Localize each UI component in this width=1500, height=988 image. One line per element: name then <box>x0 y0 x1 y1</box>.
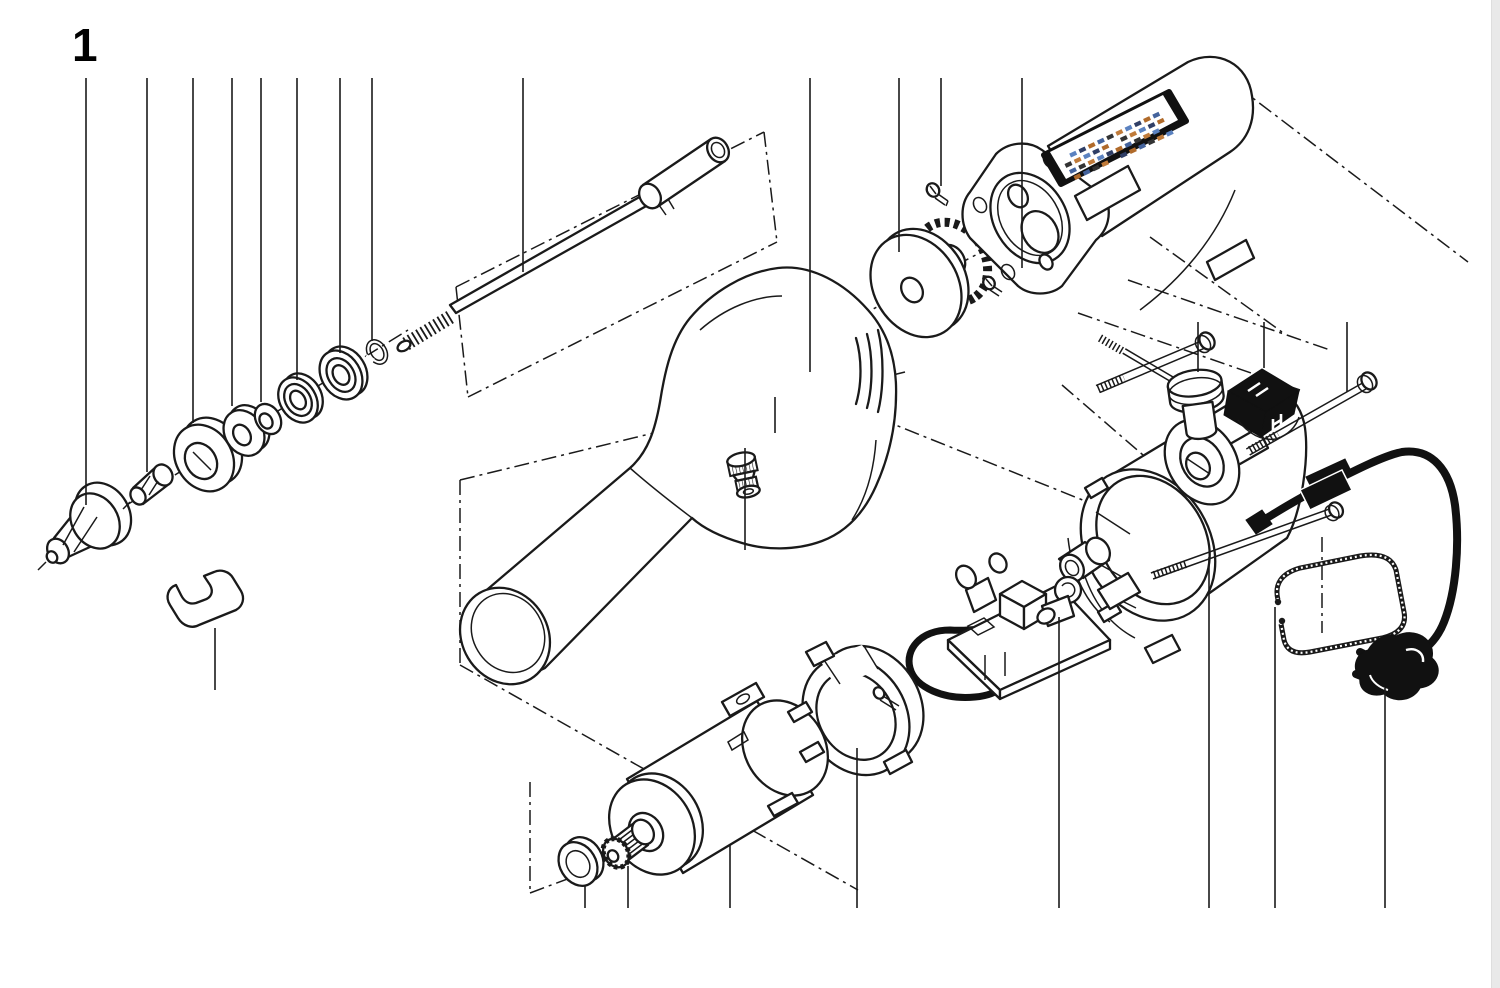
long-screw-lower-right <box>1150 501 1345 580</box>
label-glyph <box>1082 168 1091 176</box>
label-glyph <box>1091 164 1100 172</box>
label-glyph <box>1147 138 1156 146</box>
switch-slider <box>1223 368 1300 441</box>
label-glyph <box>1119 151 1128 159</box>
switch-pcb <box>905 552 1112 701</box>
label-glyph <box>1105 149 1114 157</box>
front-screw <box>925 182 949 207</box>
label-glyph <box>1101 160 1110 167</box>
label-glyph <box>1128 147 1137 154</box>
label-glyph <box>1115 145 1124 153</box>
label-glyph <box>1082 152 1091 160</box>
spindle-shaft <box>396 136 731 353</box>
bearing-front <box>277 372 324 424</box>
label-glyph <box>1096 154 1105 161</box>
brush-tube <box>1057 536 1142 611</box>
label-glyph <box>1106 133 1115 141</box>
rating-label-text <box>1064 111 1174 180</box>
chuck <box>37 481 133 571</box>
label-glyph <box>1124 141 1133 148</box>
rear-screw <box>982 275 1003 297</box>
label-glyph <box>1138 126 1147 134</box>
leader-lines <box>85 78 1386 908</box>
label-glyph <box>1069 167 1077 174</box>
rating-label <box>1041 89 1189 187</box>
label-glyph <box>1143 116 1152 123</box>
label-glyph <box>1142 132 1151 140</box>
spacer-ring <box>253 402 283 436</box>
figure-number: 1 <box>72 19 99 71</box>
label-glyph <box>1165 129 1174 137</box>
fan-gear-disc <box>869 217 993 339</box>
bearing-rear <box>318 345 369 401</box>
label-glyph <box>1064 161 1073 168</box>
retainer-clip <box>166 569 245 628</box>
label-glyph <box>1073 156 1082 164</box>
label-glyph <box>1078 162 1087 170</box>
label-glyph <box>1156 117 1165 125</box>
circlip <box>363 339 389 365</box>
collet-nut <box>726 451 761 499</box>
label-glyph <box>1124 124 1133 132</box>
handle-housing <box>458 266 898 686</box>
label-glyph <box>1129 130 1138 138</box>
scrollbar-track[interactable] <box>1491 0 1500 988</box>
collet <box>122 463 174 510</box>
long-screw-upper-right <box>1245 371 1378 456</box>
label-glyph <box>1073 173 1082 180</box>
label-glyph <box>1133 136 1142 144</box>
label-glyph <box>1138 142 1147 150</box>
ferrite-sleeve <box>1298 458 1354 511</box>
label-glyph <box>1092 148 1101 155</box>
lock-button <box>1166 368 1225 441</box>
label-glyph <box>1115 129 1124 136</box>
label-glyph <box>1101 143 1110 151</box>
cord-bail <box>1274 552 1408 656</box>
label-glyph <box>1156 134 1165 141</box>
label-glyph <box>1087 142 1096 149</box>
pinion-gear <box>600 818 656 870</box>
power-plug <box>1352 632 1439 701</box>
motor-bracket <box>801 640 925 777</box>
label-glyph <box>1152 128 1161 135</box>
label-glyph <box>1147 122 1156 129</box>
seal-ring <box>557 836 605 887</box>
label-glyph <box>1152 111 1161 119</box>
collar-nut <box>172 416 244 493</box>
label-glyph <box>1087 158 1096 166</box>
long-screw-left <box>1095 331 1216 406</box>
label-glyph <box>1119 135 1128 142</box>
strain-relief <box>1245 509 1273 535</box>
motor-cover <box>961 55 1256 311</box>
label-glyph <box>1096 137 1105 145</box>
label-glyph <box>1133 120 1142 128</box>
label-glyph <box>1078 146 1087 154</box>
label-glyph <box>1069 150 1078 158</box>
